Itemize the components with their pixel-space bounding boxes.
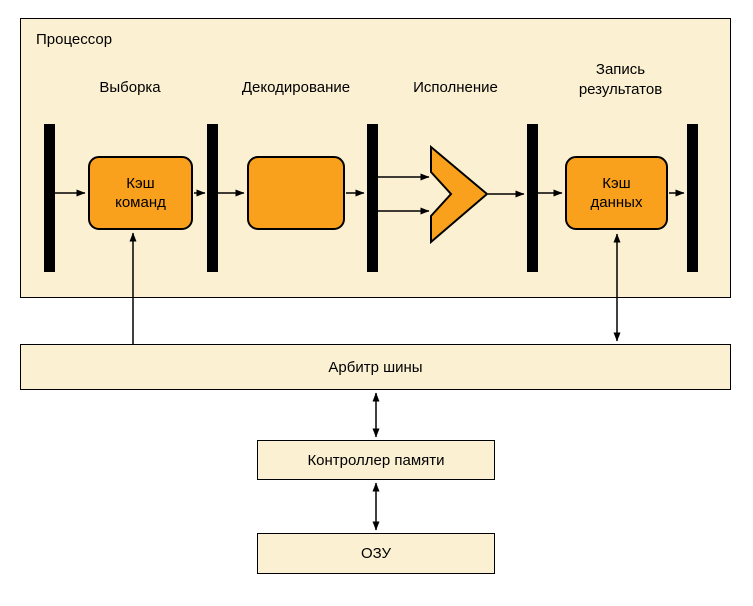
- pipeline-register-2: [207, 124, 218, 272]
- data-cache-label: Кэш данных: [590, 175, 643, 211]
- ram-label: ОЗУ: [360, 545, 392, 562]
- memory-controller-label: Контроллер памяти: [307, 451, 445, 469]
- decode-block: [247, 156, 345, 230]
- pipeline-register-3: [367, 124, 378, 272]
- processor-title: Процессор: [36, 31, 113, 48]
- pipeline-register-1: [44, 124, 55, 272]
- stage-label-decode: Декодирование: [241, 79, 351, 96]
- pipeline-register-4: [527, 124, 538, 272]
- instruction-cache-label: Кэш команд: [115, 175, 166, 211]
- memory-controller-box: Контроллер памяти: [257, 440, 495, 480]
- bus-arbiter-box: Арбитр шины: [20, 344, 731, 390]
- stage-label-fetch: Выборка: [99, 79, 161, 96]
- stage-label-writeback: Запись результатов: [578, 61, 663, 98]
- bus-arbiter-label: Арбитр шины: [328, 358, 423, 376]
- ram-box: ОЗУ: [257, 533, 495, 574]
- instruction-cache-block: Кэш команд: [88, 156, 193, 230]
- pipeline-register-5: [687, 124, 698, 272]
- stage-label-execute: Исполнение: [413, 79, 498, 96]
- data-cache-block: Кэш данных: [565, 156, 668, 230]
